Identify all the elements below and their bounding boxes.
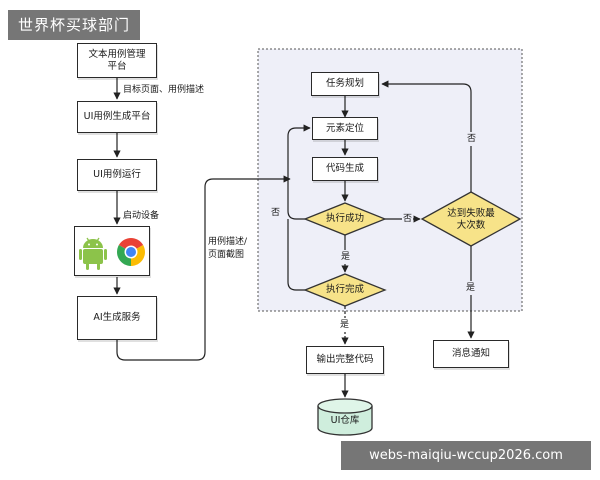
watermark-bottom: webs-maiqiu-wccup2026.com — [341, 441, 591, 470]
device-icons — [74, 226, 150, 276]
watermark-top: 世界杯买球部门 — [8, 10, 140, 40]
loop-region — [257, 48, 523, 312]
ui-case-run-node: UI用例运行 — [77, 159, 157, 191]
edge-label-target-page-desc: 目标页面、用例描述 — [123, 85, 205, 95]
ui-case-run-label: UI用例运行 — [93, 169, 141, 180]
android-icon — [79, 237, 107, 270]
ai-gen-service-node: AI生成服务 — [77, 296, 157, 340]
task-planning-label: 任务规划 — [325, 78, 364, 89]
ui-case-gen-platform-label: UI用例生成平台 — [83, 111, 151, 122]
edge-label-start-device: 启动设备 — [123, 211, 160, 221]
edge-ai-to-loop — [116, 175, 291, 361]
notify-node: 消息通知 — [433, 340, 509, 368]
task-planning-node: 任务规划 — [311, 72, 379, 96]
edge-label-yes-complete: 是 — [340, 318, 350, 332]
ui-repo-label: UI仓库 — [330, 415, 360, 426]
edge-label-no-max: 否 — [467, 132, 477, 146]
code-gen-label: 代码生成 — [325, 163, 364, 174]
edge-label-no-success: 否 — [271, 208, 281, 218]
text-case-platform-label: 文本用例管理平台 — [88, 48, 146, 72]
exec-success-label: 执行成功 — [325, 213, 364, 224]
element-locate-node: 元素定位 — [312, 117, 378, 140]
edge-label-case-desc-screenshot: 用例描述/页面截图 — [208, 237, 248, 260]
edge-complete-no-back — [287, 219, 305, 291]
edge-label-no-attempts-right: 否 — [402, 213, 414, 225]
output-code-node: 输出完整代码 — [306, 346, 384, 374]
ai-gen-service-label: AI生成服务 — [93, 312, 141, 323]
edge-label-yes-success: 是 — [341, 250, 351, 264]
code-gen-node: 代码生成 — [312, 157, 378, 181]
max-attempts-label: 达到失败最大次数 — [447, 208, 495, 231]
edge-label-yes-attempts: 是 — [466, 281, 476, 295]
element-locate-label: 元素定位 — [325, 122, 364, 134]
chrome-icon — [117, 238, 145, 266]
output-code-label: 输出完整代码 — [316, 354, 374, 365]
edge-max-no-to-plan — [381, 80, 472, 192]
text-case-platform-node: 文本用例管理平台 — [77, 43, 157, 78]
edge-success-no-back — [287, 124, 311, 220]
notify-label: 消息通知 — [451, 348, 490, 359]
ui-repo-cylinder — [317, 398, 373, 436]
ui-case-gen-platform-node: UI用例生成平台 — [77, 101, 157, 133]
exec-complete-label: 执行完成 — [325, 284, 364, 295]
